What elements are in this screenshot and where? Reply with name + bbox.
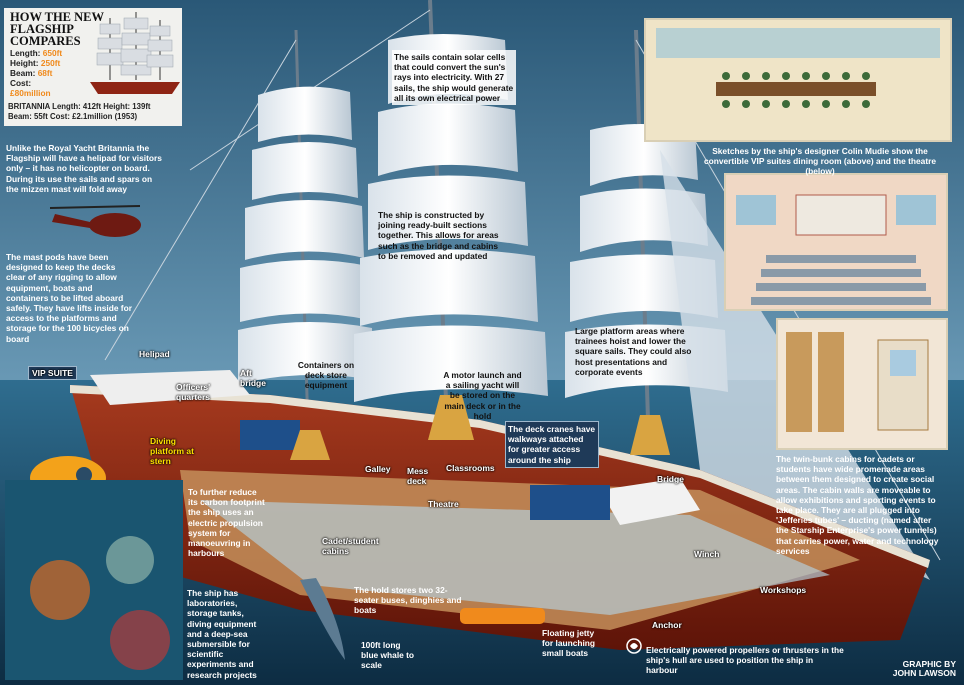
label-galley: Galley: [365, 464, 391, 474]
label-vip-suite: VIP SUITE: [28, 366, 77, 380]
label-workshops: Workshops: [760, 585, 807, 595]
label-winch: Winch: [694, 549, 720, 559]
label-officers: Officers' quarters: [176, 382, 211, 402]
label-bridge: Bridge: [657, 474, 684, 484]
cabin-sketch: [776, 318, 948, 450]
graphic-credit: GRAPHIC BY JOHN LAWSON: [870, 660, 956, 678]
infobox-title-1: HOW THE NEW: [10, 10, 105, 24]
length-value: 650ft: [42, 48, 63, 58]
britannia-line-2: Beam: 55ft Cost: £2.1million (1953): [8, 112, 138, 121]
ship-thumbnail: [90, 12, 180, 94]
credit-line-1: GRAPHIC BY: [902, 659, 956, 669]
height-value: 250ft: [40, 58, 61, 68]
jetty-note: Floating jetty for launching small boats: [542, 628, 596, 659]
britannia-line-1: BRITANNIA Length: 412ft Height: 139ft: [8, 102, 151, 111]
label-classrooms: Classrooms: [446, 463, 495, 473]
label-aft-bridge: Aft bridge: [240, 368, 266, 388]
motor-launch-note: A motor launch and a sailing yacht will …: [443, 370, 522, 421]
whale-note: 100ft long blue whale to scale: [361, 640, 415, 671]
height-label: Height:: [10, 58, 39, 68]
mast-pods-note: The mast pods have been designed to keep…: [6, 252, 132, 344]
laboratories-note: The ship has laboratories, storage tanks…: [187, 588, 257, 680]
label-cadet-cabins: Cadet/student cabins: [322, 536, 379, 556]
propellers-note: Electrically powered propellers or thrus…: [646, 645, 844, 676]
sections-note: The ship is constructed by joining ready…: [378, 210, 499, 261]
infobox-title-3: COMPARES: [10, 34, 81, 48]
comparison-infobox: HOW THE NEW FLAGSHIP COMPARES Length: 65…: [4, 8, 182, 126]
hold-note: The hold stores two 32-seater buses, din…: [354, 585, 462, 616]
mizzen-sails: [238, 86, 374, 384]
whale: [300, 578, 345, 660]
cabins-note: The twin-bunk cabins for cadets or stude…: [776, 454, 939, 556]
label-theatre: Theatre: [428, 499, 459, 509]
platforms-note: Large platform areas where trainees hois…: [575, 326, 692, 377]
cost-value: £80million: [10, 88, 51, 98]
sketches-note: Sketches by the ship's designer Colin Mu…: [703, 146, 937, 177]
propeller-icon: [626, 638, 642, 654]
deck-cranes-note: The deck cranes have walkways attached f…: [505, 421, 599, 468]
label-mess: Mess deck: [407, 466, 429, 486]
label-diving: Diving platform at stern: [150, 436, 194, 466]
helicopter: [49, 205, 141, 237]
containers: [240, 420, 300, 450]
containers-note: Containers on deck store equipment: [297, 360, 355, 391]
dining-room-sketch: [644, 18, 952, 142]
solar-sails-note: The sails contain solar cells that could…: [392, 50, 516, 106]
label-helipad: Helipad: [139, 349, 170, 359]
carbon-note: To further reduce its carbon footprint t…: [188, 487, 265, 559]
label-anchor: Anchor: [652, 620, 682, 630]
jetty: [460, 608, 545, 624]
cost-label: Cost:: [10, 78, 32, 88]
credit-line-2: JOHN LAWSON: [892, 668, 956, 678]
length-label: Length:: [10, 48, 41, 58]
helipad-note: Unlike the Royal Yacht Britannia the Fla…: [6, 143, 162, 194]
infobox-title-2: FLAGSHIP: [10, 22, 74, 36]
beam-label: Beam:: [10, 68, 36, 78]
beam-value: 68ft: [37, 68, 53, 78]
theatre-sketch: [724, 173, 948, 311]
